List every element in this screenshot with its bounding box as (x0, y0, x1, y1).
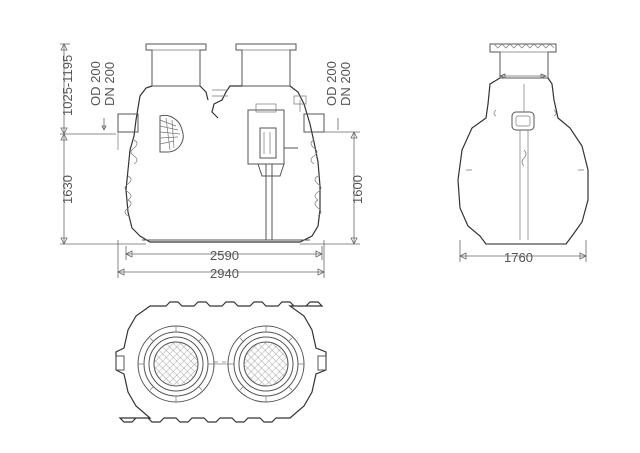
label-inlet-dn: DN 200 (102, 62, 117, 106)
label-outlet-od: OD 200 (324, 61, 339, 106)
label-side-width: 1760 (504, 250, 533, 265)
top-view (115, 301, 327, 423)
front-view (117, 43, 325, 243)
label-width-inner: 2590 (210, 248, 239, 263)
front-dimensions (60, 43, 360, 278)
side-view (457, 43, 589, 245)
label-height-lower: 1630 (60, 175, 75, 204)
label-outlet-dn: DN 200 (338, 62, 353, 106)
label-width-total: 2940 (210, 266, 239, 281)
label-height-upper: 1025-1195 (60, 55, 75, 116)
label-right-height: 1600 (350, 175, 365, 204)
side-dimension (459, 240, 587, 262)
label-inlet-od: OD 200 (88, 61, 103, 106)
